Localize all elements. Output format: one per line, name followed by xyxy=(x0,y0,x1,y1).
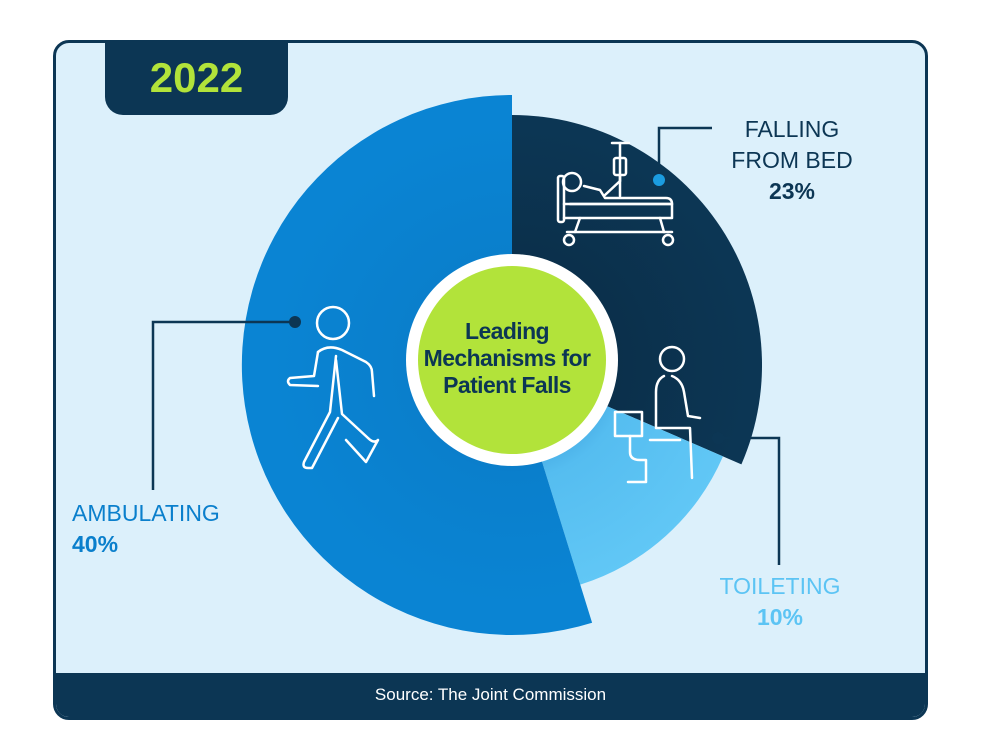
hospital-bed-icon xyxy=(556,141,675,247)
label-ambulating: AMBULATING 40% xyxy=(72,498,252,560)
source-footer: Source: The Joint Commission xyxy=(56,673,925,717)
label-ambulating-line1: AMBULATING xyxy=(72,500,220,526)
value-toileting: 10% xyxy=(756,604,804,630)
center-title: Leading Mechanisms for Patient Falls xyxy=(423,317,591,398)
leader-dot-toileting xyxy=(712,432,724,444)
toilet-icon xyxy=(613,345,702,484)
leader-line-toileting xyxy=(718,436,781,565)
label-toileting: TOILETING 10% xyxy=(700,571,860,633)
value-ambulating: 40% xyxy=(72,531,119,557)
source-text: Source: The Joint Commission xyxy=(374,685,607,704)
label-falling-from-bed: FALLING FROM BED 23% xyxy=(712,114,872,207)
year-badge: 2022 xyxy=(105,40,288,115)
value-falling-from-bed: 23% xyxy=(768,178,816,204)
year-text: 2022 xyxy=(149,53,244,101)
label-bed-line2: FROM BED xyxy=(731,147,853,173)
center-circle xyxy=(418,266,606,454)
leader-line-ambulating xyxy=(151,320,295,490)
label-bed-line1: FALLING xyxy=(744,116,840,142)
leader-dot-ambulating xyxy=(289,316,301,328)
leader-dot-bed xyxy=(653,174,665,186)
walking-person-icon xyxy=(286,305,380,470)
label-toileting-line1: TOILETING xyxy=(719,573,841,599)
leader-line-bed xyxy=(657,126,712,180)
